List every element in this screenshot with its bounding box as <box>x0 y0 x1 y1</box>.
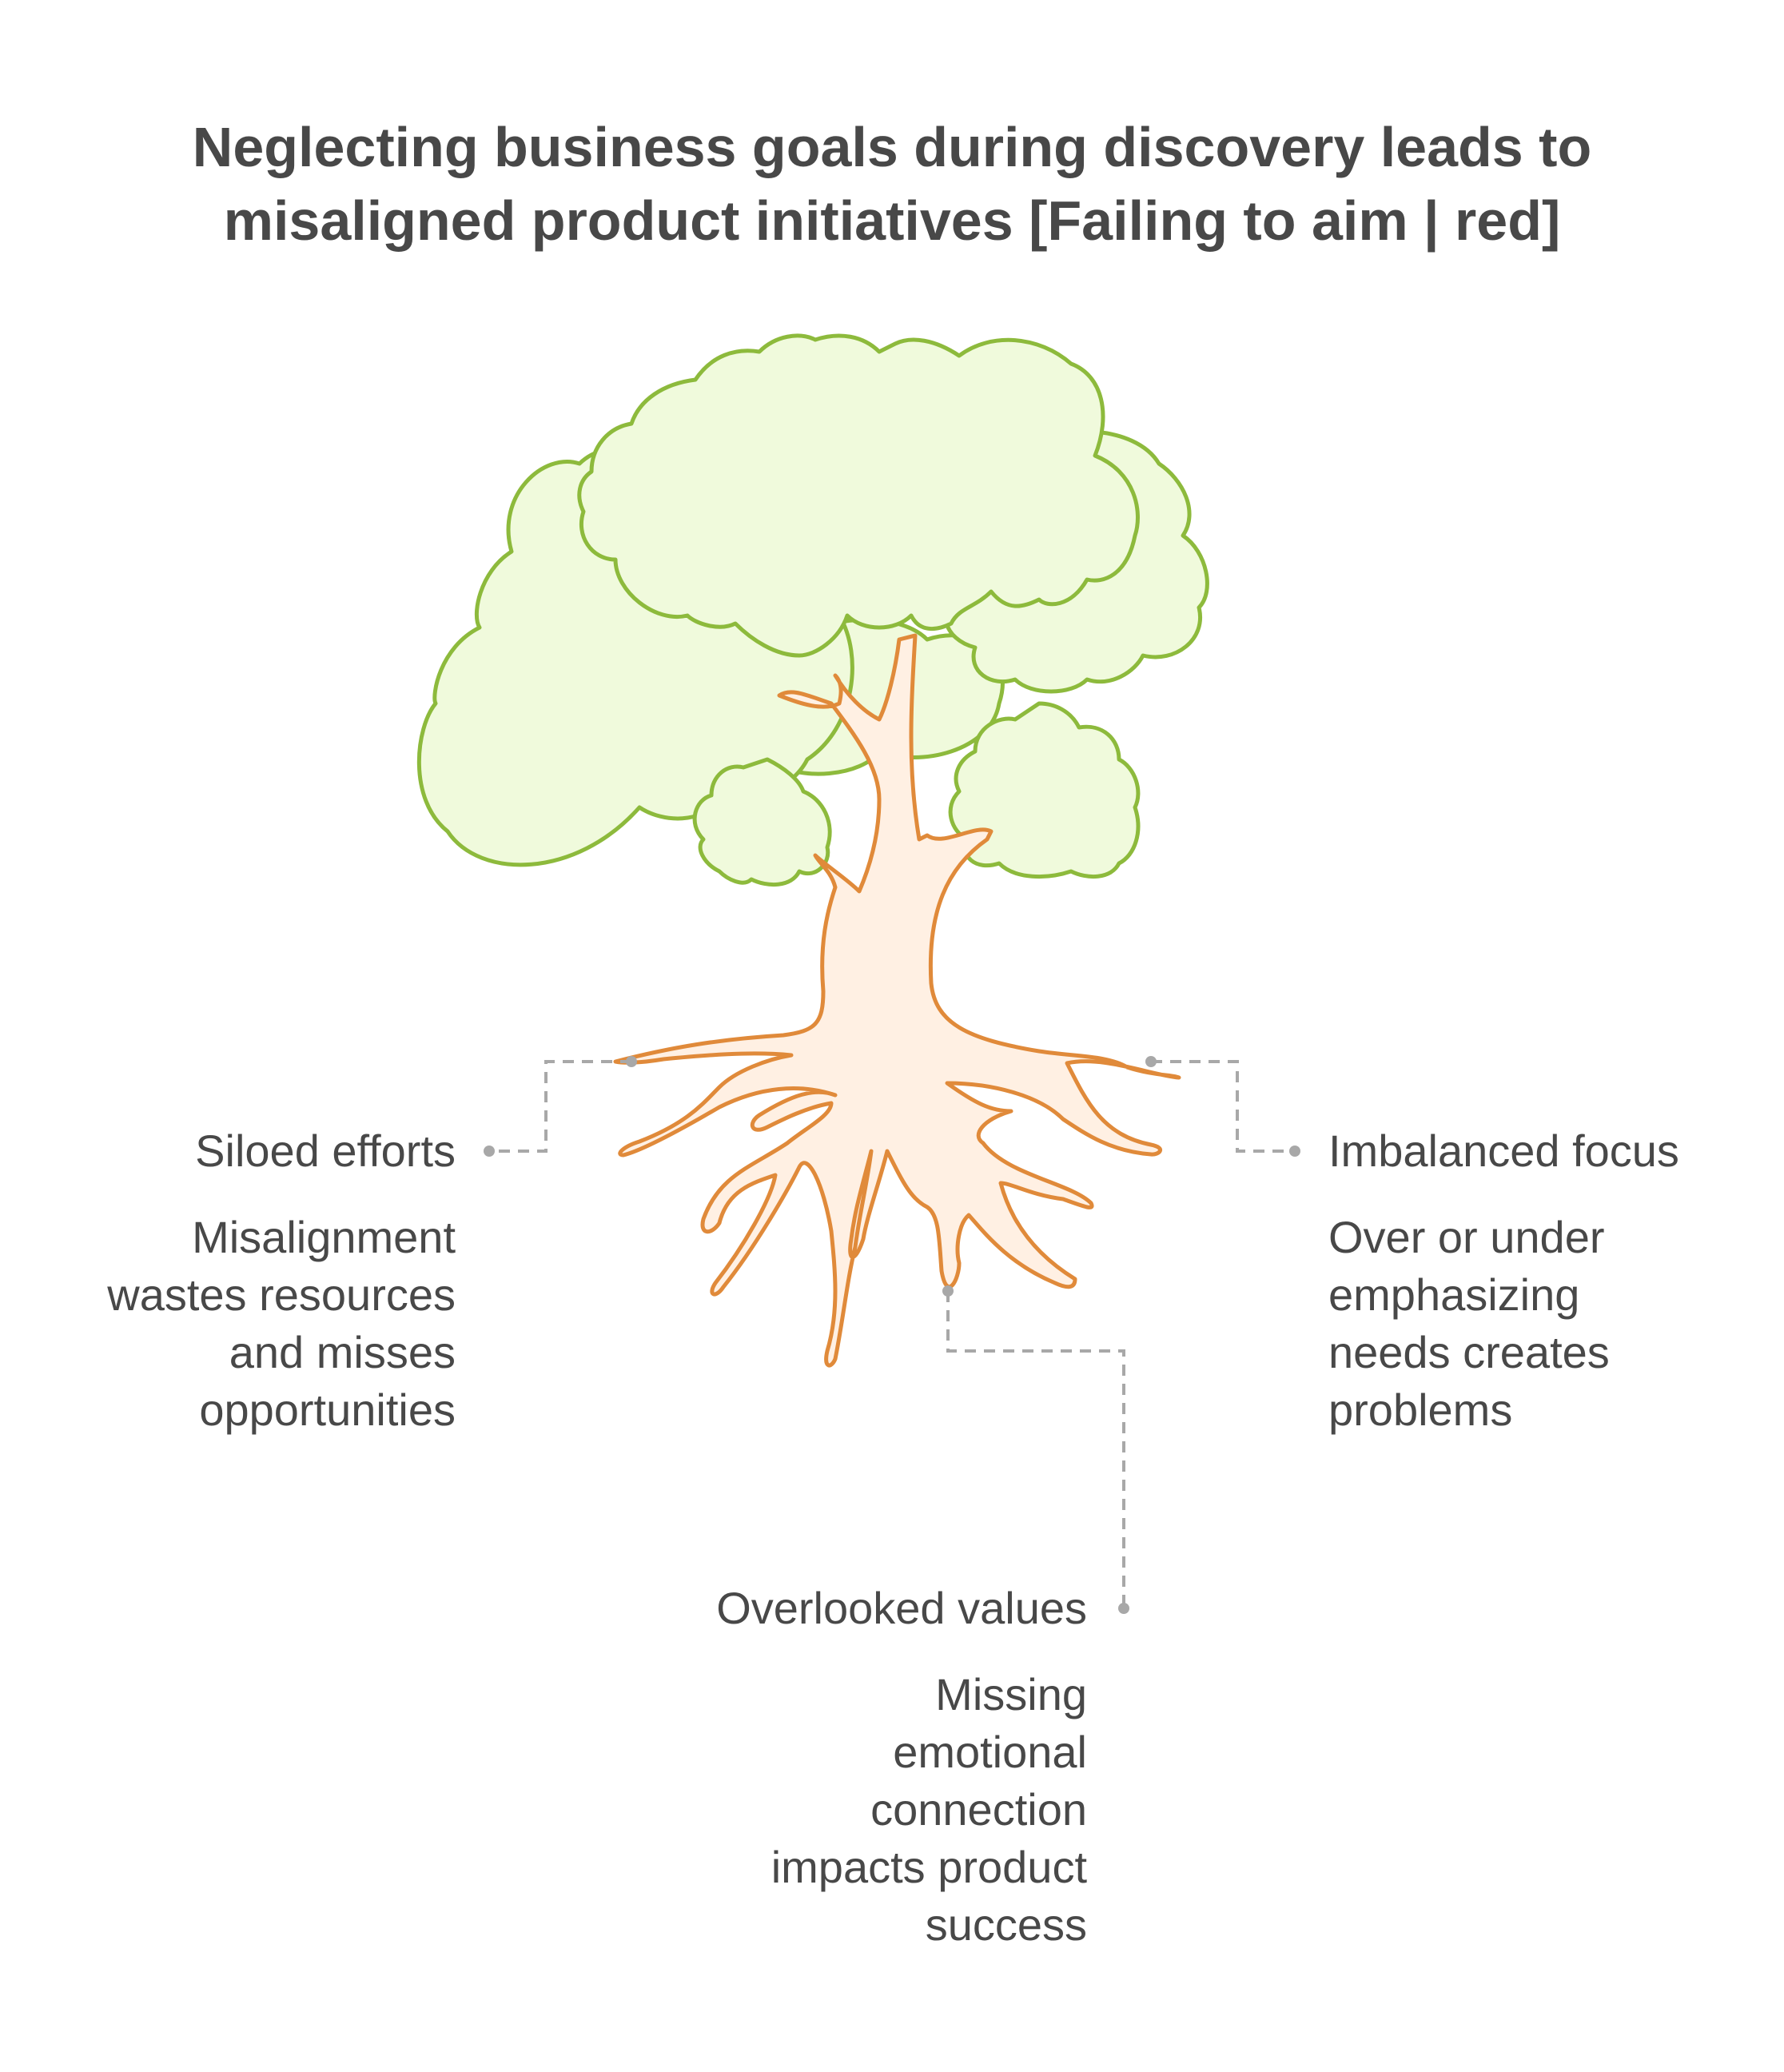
connector-siloed <box>489 1060 631 1153</box>
desc-line: emphasizing <box>1328 1269 1580 1320</box>
desc-line: Missing <box>935 1669 1087 1719</box>
canopy-small-left <box>692 757 832 887</box>
dot-siloed-label <box>484 1146 495 1157</box>
desc-imbalanced-focus: Over or under emphasizing needs creates … <box>1328 1209 1760 1439</box>
trunk-and-roots <box>613 633 1181 1368</box>
desc-line: wastes resources <box>107 1269 456 1320</box>
desc-line: problems <box>1328 1385 1513 1435</box>
title-line-1: Neglecting business goals during discove… <box>192 116 1592 178</box>
desc-line: impacts product <box>771 1842 1087 1892</box>
dot-overlooked-root <box>942 1285 954 1297</box>
desc-siloed-efforts: Misalignment wastes resources and misses… <box>48 1209 456 1439</box>
dot-overlooked-label <box>1118 1603 1129 1614</box>
desc-line: Over or under <box>1328 1212 1605 1262</box>
desc-line: Misalignment <box>192 1212 456 1262</box>
desc-line: needs creates <box>1328 1327 1610 1377</box>
tree-foliage <box>416 333 1209 887</box>
connector-imbalanced <box>1151 1060 1295 1153</box>
canopy-small-right <box>948 701 1141 879</box>
diagram-title: Neglecting business goals during discove… <box>93 110 1691 257</box>
desc-line: emotional <box>893 1727 1087 1777</box>
dot-siloed-root <box>626 1056 637 1067</box>
desc-line: and misses <box>229 1327 456 1377</box>
canopy-top <box>577 333 1140 658</box>
desc-line: connection <box>870 1784 1087 1835</box>
dot-imbalanced-label <box>1289 1146 1300 1157</box>
label-overlooked-values: Overlooked values <box>716 1583 1087 1633</box>
connectors <box>489 1060 1295 1608</box>
title-line-2: misaligned product initiatives [Failing … <box>223 189 1561 252</box>
desc-line: success <box>925 1899 1087 1950</box>
desc-line: opportunities <box>199 1385 456 1435</box>
label-imbalanced-focus: Imbalanced focus <box>1328 1126 1679 1176</box>
connector-overlooked <box>946 1291 1125 1608</box>
desc-overlooked-values: Missing emotional connection impacts pro… <box>687 1666 1087 1954</box>
connector-dots <box>484 1056 1300 1614</box>
tree-trunk <box>613 633 1181 1368</box>
dot-imbalanced-root <box>1145 1056 1157 1067</box>
label-siloed-efforts: Siloed efforts <box>195 1126 456 1176</box>
